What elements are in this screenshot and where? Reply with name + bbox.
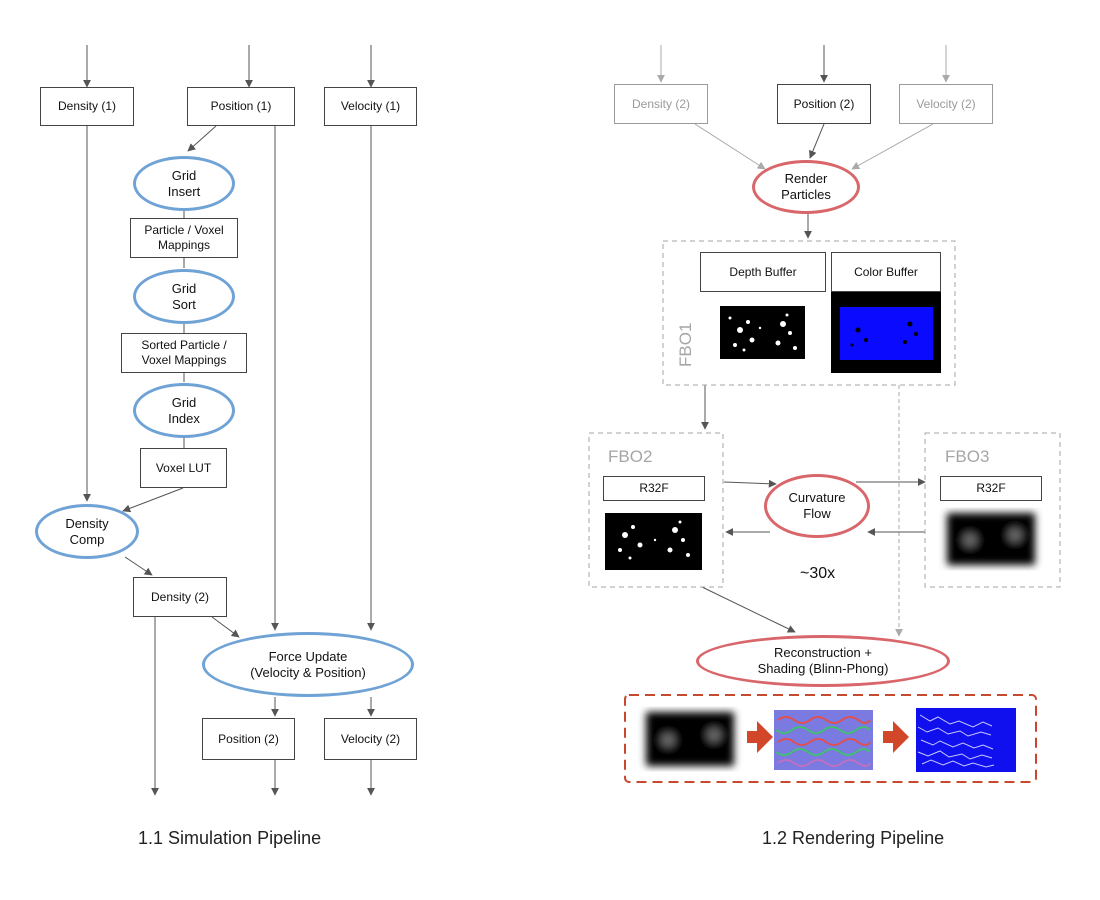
velocity-2-node: Velocity (2): [324, 718, 417, 760]
fbo2-label: FBO2: [608, 447, 653, 466]
iteration-count: ~30x: [800, 565, 836, 582]
fbo3-blurred-thumbnail: [941, 508, 1041, 570]
density-1-node: Density (1): [40, 87, 134, 126]
sorted-mappings-node: Sorted Particle / Voxel Mappings: [121, 333, 247, 373]
output-blurred-thumbnail: [640, 706, 740, 772]
fbo2-group: [588, 432, 724, 588]
force-update-node: Force Update (Velocity & Position): [202, 632, 414, 697]
render-density-2-node: Density (2): [614, 84, 708, 124]
fbo1-group: [662, 240, 956, 386]
grid-insert-node: Grid Insert: [133, 156, 235, 211]
render-position-2-node: Position (2): [777, 84, 871, 124]
right-arrow-icon: [883, 721, 909, 753]
render-particles-node: Render Particles: [752, 160, 860, 214]
fbo2-format-node: R32F: [603, 476, 705, 501]
output-stage-group: [624, 694, 1037, 783]
fbo1-label: FBO1: [676, 322, 695, 367]
grid-sort-node: Grid Sort: [133, 269, 235, 324]
reconstruction-shading-node: Reconstruction + Shading (Blinn-Phong): [696, 635, 950, 687]
position-1-node: Position (1): [187, 87, 295, 126]
position-2-node: Position (2): [202, 718, 295, 760]
density-comp-node: Density Comp: [35, 504, 139, 559]
rendering-caption: 1.2 Rendering Pipeline: [762, 828, 945, 848]
velocity-1-node: Velocity (1): [324, 87, 417, 126]
voxel-lut-node: Voxel LUT: [140, 448, 227, 488]
curvature-flow-node: Curvature Flow: [764, 474, 870, 538]
normals-thumbnail: [774, 710, 873, 770]
fbo3-label: FBO3: [945, 447, 990, 466]
right-arrow-icon: [747, 721, 773, 753]
shaded-thumbnail: [916, 708, 1016, 772]
particle-voxel-mappings-node: Particle / Voxel Mappings: [130, 218, 238, 258]
color-buffer-thumbnail: [831, 291, 941, 373]
fbo2-thumbnail: [605, 513, 702, 570]
fbo3-group: [924, 432, 1061, 588]
color-buffer-node: Color Buffer: [831, 252, 941, 292]
depth-buffer-thumbnail: [720, 306, 805, 359]
grid-index-node: Grid Index: [133, 383, 235, 438]
depth-buffer-node: Depth Buffer: [700, 252, 826, 292]
fbo3-format-node: R32F: [940, 476, 1042, 501]
simulation-caption: 1.1 Simulation Pipeline: [138, 828, 322, 848]
render-velocity-2-node: Velocity (2): [899, 84, 993, 124]
density-2-node: Density (2): [133, 577, 227, 617]
